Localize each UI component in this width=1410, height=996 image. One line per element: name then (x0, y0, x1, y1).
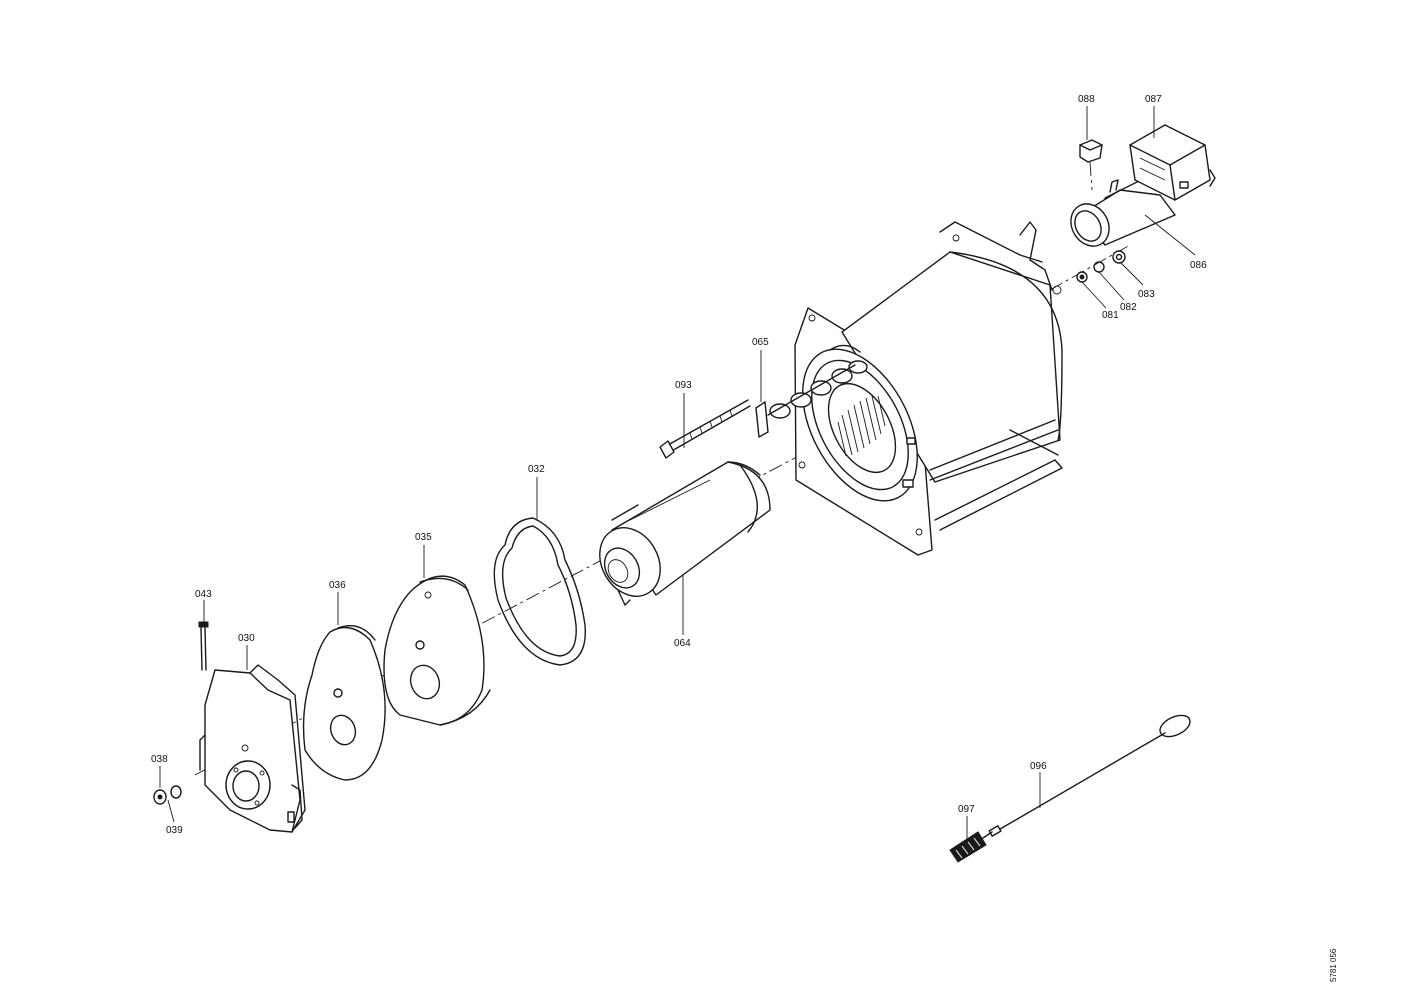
label-030: 030 (238, 633, 255, 644)
label-082: 082 (1120, 302, 1137, 313)
label-038: 038 (151, 754, 168, 765)
washer-082 (1093, 261, 1105, 273)
screw-043 (198, 621, 209, 671)
gasket-032 (493, 517, 586, 666)
nut-038 (153, 780, 167, 805)
label-065: 065 (752, 337, 769, 348)
label-064: 064 (674, 638, 691, 649)
label-043: 043 (195, 589, 212, 600)
brush-097 (949, 831, 993, 863)
front-cover-030 (199, 664, 306, 833)
insulation-block-035 (383, 575, 491, 726)
bolt-093 (659, 399, 751, 459)
combustion-tube-064 (599, 461, 771, 606)
drawing-number: 5781 056 (1329, 948, 1338, 982)
burner-housing (794, 221, 1063, 556)
label-087: 087 (1145, 94, 1162, 105)
mounting-plate-036 (302, 625, 386, 781)
part-labels: 088 087 086 083 082 081 065 093 032 035 … (151, 94, 1207, 836)
label-081: 081 (1102, 310, 1119, 321)
label-083: 083 (1138, 289, 1155, 300)
ignition-electrode-assembly (755, 344, 868, 438)
photocell-088 (1079, 139, 1103, 191)
control-box-087 (1129, 124, 1216, 201)
nut-083 (1112, 250, 1126, 264)
washer-039 (170, 785, 182, 799)
leader-lines (159, 106, 1196, 840)
label-039: 039 (166, 825, 183, 836)
cleaning-rod-096 (988, 714, 1191, 837)
label-097: 097 (958, 804, 975, 815)
label-036: 036 (329, 580, 346, 591)
label-096: 096 (1030, 761, 1047, 772)
label-035: 035 (415, 532, 432, 543)
label-088: 088 (1078, 94, 1095, 105)
label-093: 093 (675, 380, 692, 391)
label-032: 032 (528, 464, 545, 475)
label-086: 086 (1190, 260, 1207, 271)
pump-assembly-086 (1070, 177, 1176, 247)
washer-081 (1076, 271, 1088, 283)
